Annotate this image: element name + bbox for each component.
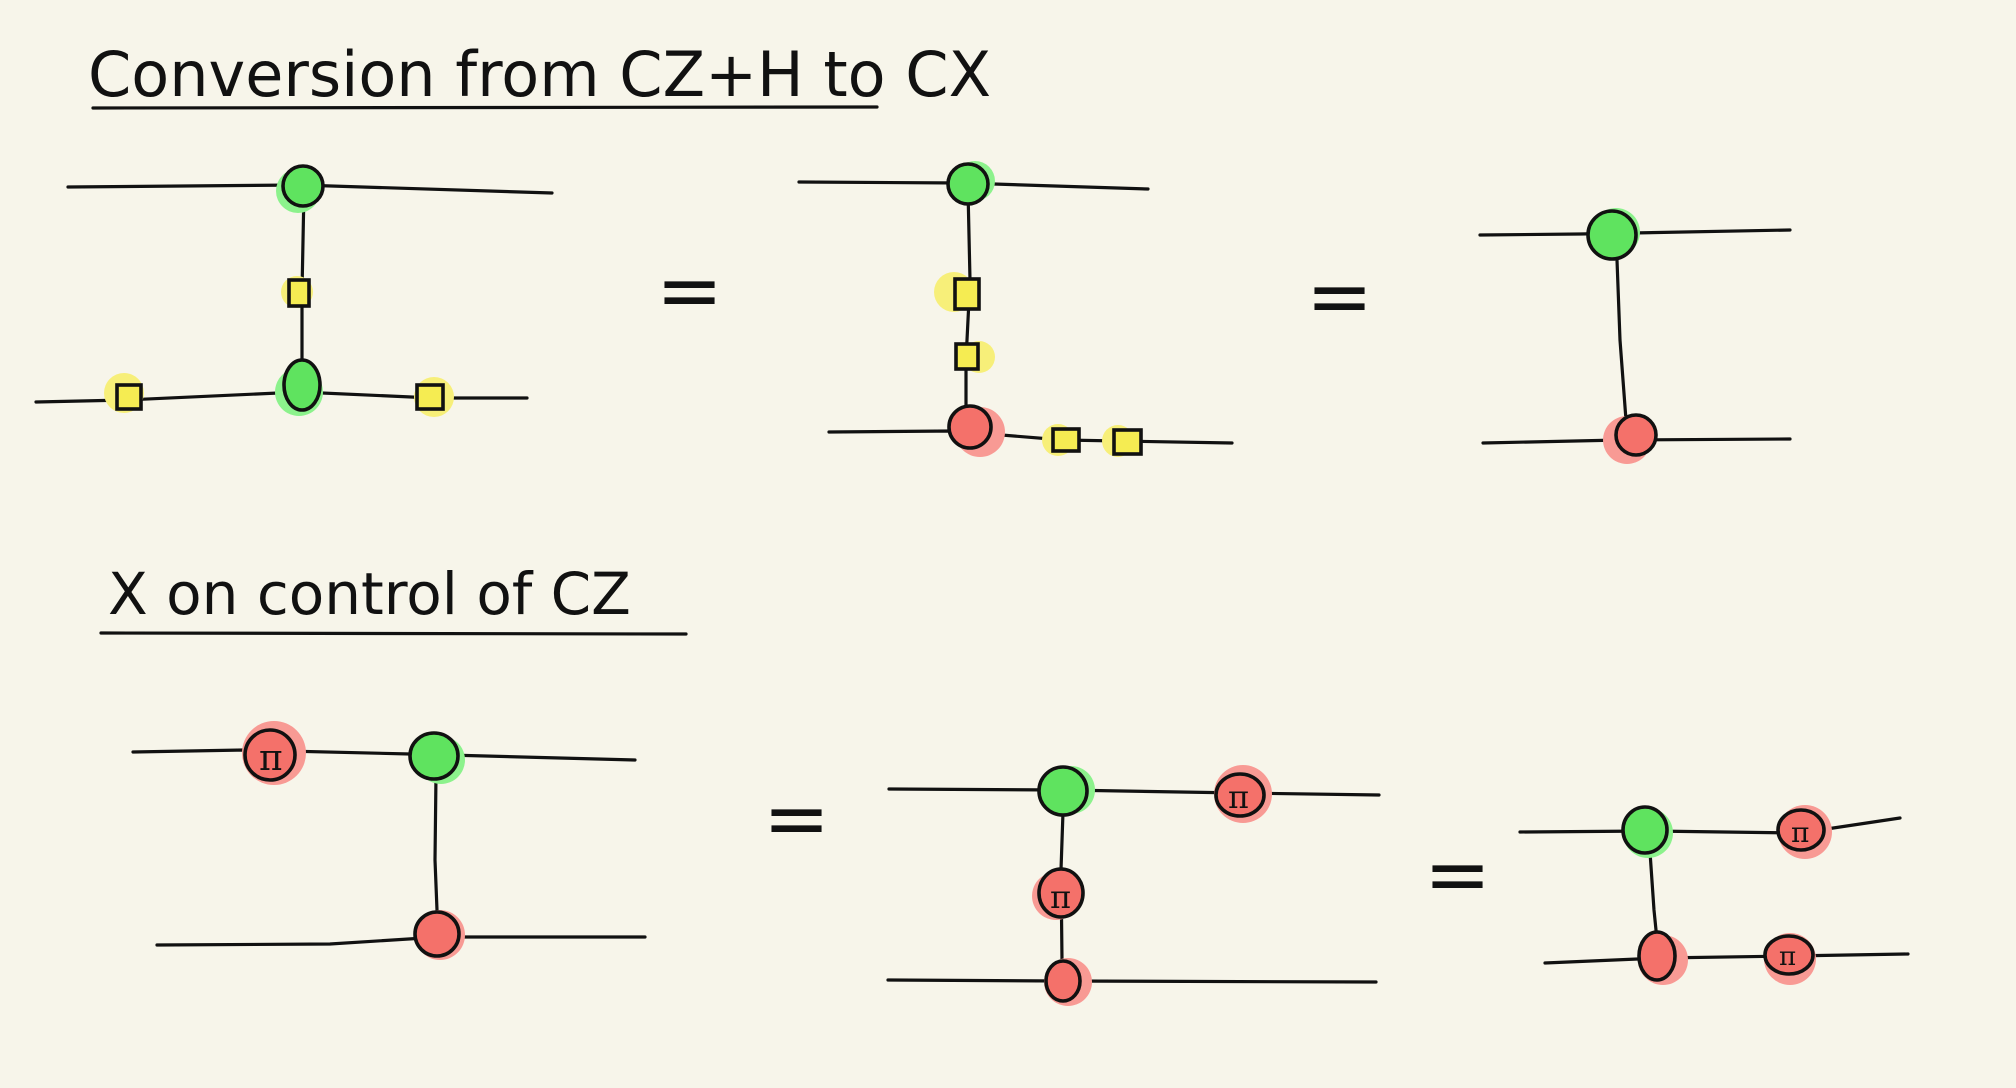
pi-label: π: [259, 738, 283, 779]
x-spider: π: [1763, 933, 1816, 985]
diagram-cx-with-pi: π π: [1518, 805, 1910, 985]
z-spider: [408, 731, 465, 784]
equals-sign: =: [1306, 250, 1373, 343]
x-spider: π: [1032, 867, 1085, 920]
pi-label: π: [1228, 778, 1249, 816]
section-title-conversion: Conversion from CZ+H to CX: [88, 38, 991, 111]
hadamard-box: [934, 272, 981, 312]
z-spider: [1037, 765, 1095, 817]
hadamard-box: [281, 276, 313, 308]
pi-label: π: [1791, 816, 1809, 849]
pi-label: π: [1050, 878, 1071, 916]
x-spider: [413, 910, 465, 960]
diagram-cx: [1478, 208, 1792, 464]
diagram-cz-with-hadamards: [34, 164, 554, 417]
diagram-cx-with-hadamards: [797, 161, 1234, 457]
z-spider: [1621, 805, 1673, 858]
pi-label: π: [1779, 942, 1796, 972]
title-underline-1: [91, 105, 879, 110]
z-spider: [275, 358, 323, 416]
hadamard-box: [1042, 424, 1081, 456]
equals-sign: =: [656, 244, 723, 337]
x-spider: [1603, 413, 1658, 464]
x-spider: π: [1214, 765, 1272, 823]
hadamard-box: [414, 377, 454, 417]
z-spider: [1586, 208, 1640, 261]
x-spider: π: [242, 721, 306, 785]
x-spider: [947, 404, 1005, 457]
title-underline-2: [99, 631, 688, 636]
x-spider: π: [1776, 805, 1832, 859]
equals-sign: =: [1424, 828, 1491, 921]
z-spider: [276, 164, 325, 213]
diagram-cz-with-pi: π π: [886, 765, 1381, 1006]
diagram-x-then-cz: π: [131, 721, 647, 960]
z-spider: [946, 161, 995, 206]
hadamard-box: [104, 373, 144, 413]
x-spider: [1637, 930, 1688, 985]
section-title-x-on-control: X on control of CZ: [108, 560, 631, 628]
hadamard-box: [954, 341, 995, 373]
equals-sign: =: [763, 772, 830, 865]
x-spider: [1044, 958, 1092, 1006]
hadamard-box: [1102, 425, 1143, 457]
